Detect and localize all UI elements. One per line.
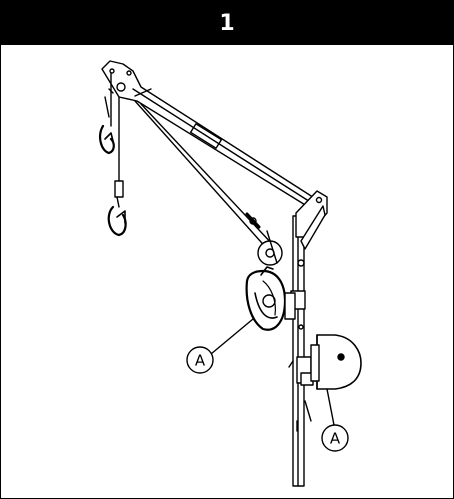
callout-circle-upper xyxy=(186,346,214,374)
pivot-joint xyxy=(257,230,283,266)
callout-label-lower: A xyxy=(330,430,341,448)
callout-leader-lower xyxy=(326,388,335,426)
hoist-cable xyxy=(99,72,127,237)
self-retracting-lifeline-upper xyxy=(245,266,296,331)
step-header: 1 xyxy=(1,1,453,45)
callout-circle-lower xyxy=(321,424,349,452)
step-number: 1 xyxy=(219,10,235,36)
boom-arm xyxy=(101,60,320,212)
winch xyxy=(310,334,362,390)
davit-arm-diagram: A A xyxy=(99,60,362,487)
callout-label-upper: A xyxy=(195,352,206,370)
callout-leader-upper xyxy=(210,318,254,355)
support-strut xyxy=(134,100,276,252)
